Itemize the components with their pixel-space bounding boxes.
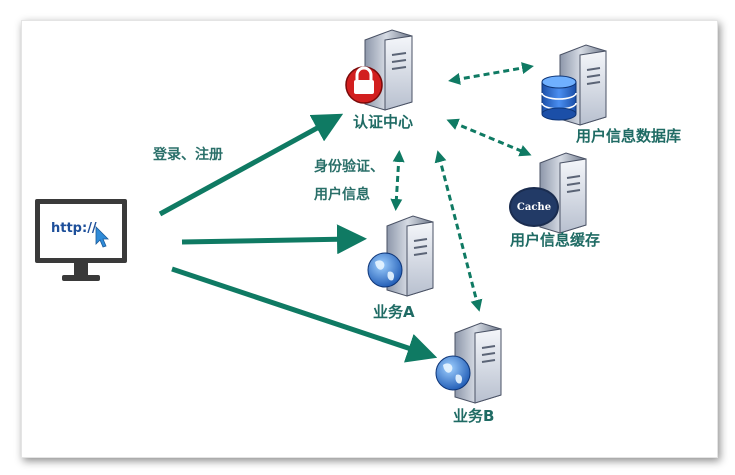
dashed-arrow-auth-service-b [434,150,483,312]
server-globe-icon [435,322,502,404]
server-lock-icon [345,29,413,111]
browser-url: http:// [51,221,97,236]
dashed-arrow-auth-service-a [390,150,405,211]
user-cache-label: 用户信息缓存 [510,231,601,249]
arrow-client-to-service-b [171,266,438,363]
arrow-client-to-auth [158,113,344,217]
service-a-label: 业务A [373,303,415,321]
edge-label-auth-line1: 身份验证、 [314,159,384,175]
user-db-label: 用户信息数据库 [576,127,682,145]
server-globe-icon [367,215,434,297]
server-database-icon [541,44,607,126]
dashed-arrow-auth-cache [446,118,532,157]
cache-icon: Cache [511,189,557,225]
auth-center-label: 认证中心 [353,113,414,131]
edge-label-login-register: 登录、注册 [153,147,223,163]
arrow-client-to-service-a [181,224,367,255]
edge-label-auth-line2: 用户信息 [314,187,370,203]
monitor-browser-icon [35,199,127,281]
dashed-arrow-auth-db [448,62,534,85]
service-b-label: 业务B [453,407,495,425]
